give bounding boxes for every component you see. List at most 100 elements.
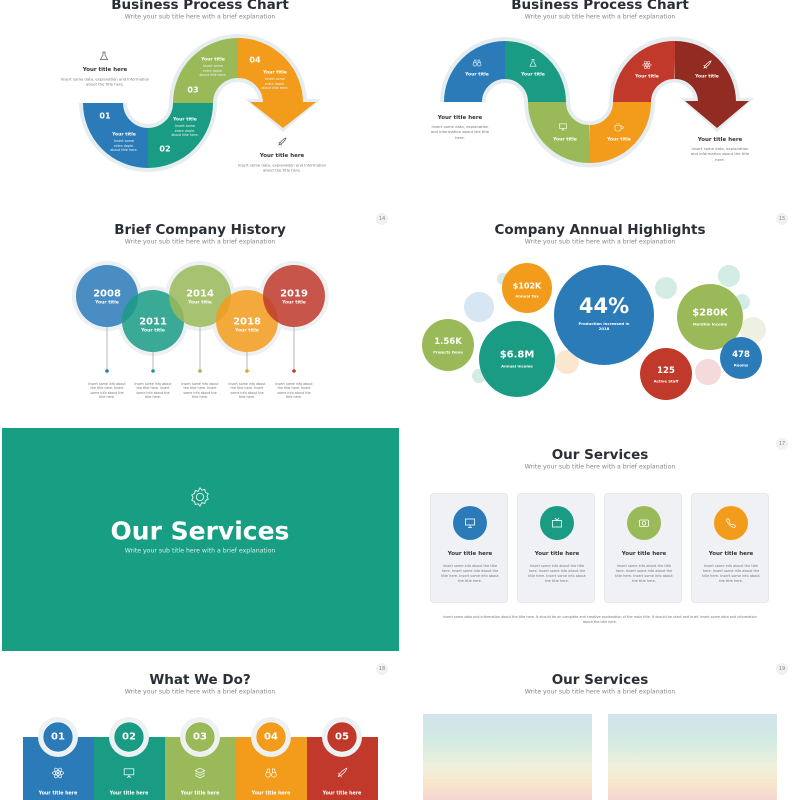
stat-value: 44%	[578, 294, 630, 318]
right-desc: Insert some data, explanation and inform…	[237, 162, 327, 173]
card-desc: Insert some info about the title here. I…	[702, 564, 760, 583]
year-label: 2019	[280, 288, 308, 300]
step-title: Your title	[553, 137, 577, 143]
service-card[interactable]: Your title here Insert some info about t…	[430, 493, 508, 603]
slide-title: What We Do?	[149, 672, 251, 688]
step-segment-01	[83, 101, 150, 168]
step-number: 01	[99, 111, 111, 121]
year-label: 2008	[93, 288, 121, 300]
year-label: 2014	[186, 288, 214, 300]
item-title: Your title here	[109, 791, 149, 797]
step-segment-5	[613, 41, 676, 104]
year-circle	[122, 290, 184, 352]
card-title: Your title here	[534, 551, 580, 557]
binoculars-icon	[265, 768, 277, 778]
year-circle	[263, 265, 325, 327]
right-title: Your title here	[697, 137, 743, 143]
right-desc: Insert some data, explanation and inform…	[690, 146, 750, 162]
step-number: 02	[159, 144, 171, 154]
service-card[interactable]: Your title here Insert some info about t…	[517, 493, 595, 603]
slide-subtitle: Write your sub title here with a brief e…	[124, 688, 276, 696]
stat-label: Annual Tax	[515, 293, 539, 299]
item-number: 02	[122, 731, 136, 743]
slide-what-we-do[interactable]: 18 What We Do? Write your sub title here…	[0, 653, 400, 800]
step-segment-3	[528, 100, 591, 163]
year-circle	[216, 290, 278, 352]
image-placeholder	[608, 714, 777, 800]
event-desc: Insert some info about the title here. I…	[228, 382, 266, 400]
step-segment-6	[673, 41, 736, 104]
event-title: Your title	[141, 328, 165, 334]
item-title: Your title here	[180, 791, 220, 797]
step-segment-04	[236, 38, 303, 105]
left-desc: Insert some data, explanation and inform…	[60, 76, 150, 87]
event-desc: Insert some info about the title here. I…	[181, 382, 219, 400]
icon-circle	[453, 506, 487, 540]
slide-business-process-2[interactable]: Business Process Chart Write your sub ti…	[400, 0, 800, 203]
item-title: Your title here	[38, 791, 78, 797]
slide-number: 14	[376, 213, 388, 225]
slide-subtitle: Write your sub title here with a brief e…	[124, 13, 276, 21]
stat-label: Monthly Income	[692, 321, 728, 327]
event-desc: Insert some info about the title here. I…	[88, 382, 126, 400]
stat-value: 478	[732, 350, 750, 360]
card-title: Your title here	[447, 551, 493, 557]
s-curve-chart	[79, 33, 321, 173]
slide-title: Brief Company History	[114, 222, 286, 238]
slide-subtitle: Write your sub title here with a brief e…	[524, 463, 676, 471]
slide-title: Business Process Chart	[111, 0, 289, 13]
step-title: Your title	[695, 74, 719, 80]
step-desc: Insert some extra dople. about title her…	[171, 124, 199, 138]
step-title: Your title	[173, 117, 197, 123]
step-title: Your title	[263, 70, 287, 76]
layers-icon	[194, 767, 206, 779]
slide-subtitle: Write your sub title here with a brief e…	[524, 688, 676, 696]
icon-circle	[627, 506, 661, 540]
icon-circle	[714, 506, 748, 540]
slide-our-services-section[interactable]: Our Services Write your sub title here w…	[2, 428, 399, 651]
slide-business-process-1[interactable]: Business Process Chart Write your sub ti…	[0, 0, 400, 203]
left-desc: Insert some data, explanation and inform…	[430, 124, 490, 140]
year-circle	[76, 265, 138, 327]
item-number: 05	[335, 731, 349, 743]
number-badges	[38, 717, 362, 757]
slide-company-history[interactable]: 14 Brief Company History Write your sub …	[0, 203, 400, 428]
service-card[interactable]: Your title here Insert some info about t…	[604, 493, 682, 603]
flask-icon	[99, 51, 109, 60]
stat-value: 125	[657, 366, 675, 376]
event-desc: Insert some info about the title here. I…	[275, 382, 313, 400]
right-title: Your title here	[259, 153, 305, 159]
event-title: Your title	[188, 300, 212, 306]
stat-bubble	[720, 337, 762, 379]
stat-bubble	[502, 263, 552, 313]
stat-bubble	[479, 321, 555, 397]
monitor-icon	[465, 518, 475, 528]
step-desc: Insert some extra dople. about title her…	[110, 139, 138, 153]
slide-annual-highlights[interactable]: 15 Company Annual Highlights Write your …	[400, 203, 800, 428]
stat-bubble	[640, 348, 692, 400]
stat-value: $280K	[692, 307, 728, 319]
left-title: Your title here	[82, 67, 128, 73]
step-title: Your title	[112, 132, 136, 138]
service-card[interactable]: Your title here Insert some info about t…	[691, 493, 769, 603]
image-placeholder	[423, 714, 592, 800]
rocket-icon	[703, 60, 712, 69]
item-number: 03	[193, 731, 207, 743]
slide-title: Business Process Chart	[511, 0, 689, 13]
step-title: Your title	[607, 137, 631, 143]
tv-icon	[552, 517, 562, 528]
step-segment-1	[444, 41, 507, 104]
step-desc: Insert some extra dople. about title her…	[261, 77, 289, 91]
slide-our-services-cards[interactable]: 17 Our Services Write your sub title her…	[400, 428, 800, 653]
atom-icon	[642, 60, 652, 70]
flask-icon	[529, 59, 537, 67]
presentation-icon	[123, 768, 135, 779]
rocket-icon	[337, 767, 348, 778]
footer-text: Insert some data and information about t…	[443, 615, 757, 624]
item-number: 04	[264, 731, 278, 743]
stat-bubble	[677, 284, 743, 350]
stat-label: Annual Income	[501, 363, 533, 369]
step-number: 03	[187, 85, 199, 95]
slide-our-services-images[interactable]: 19 Our Services Write your sub title her…	[400, 653, 800, 800]
